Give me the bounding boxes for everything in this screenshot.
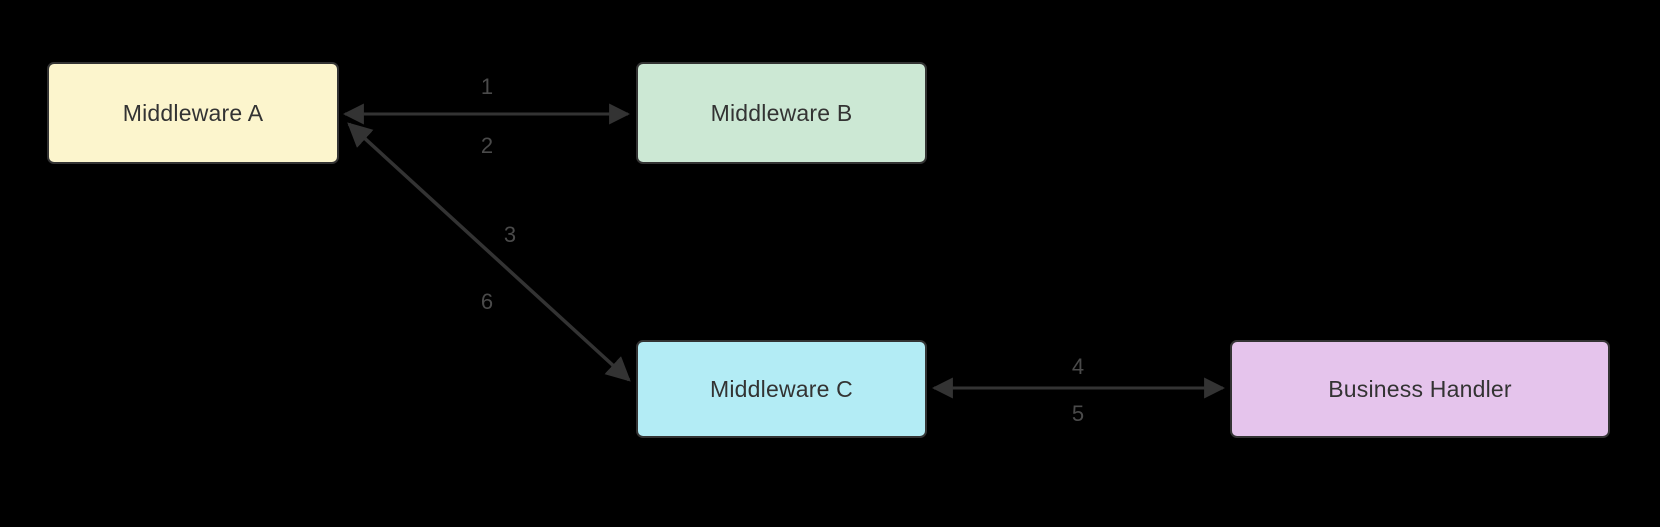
edge-label-3: 3 — [503, 222, 517, 247]
edge-label-5: 5 — [1071, 401, 1085, 426]
node-business-handler-label: Business Handler — [1328, 375, 1512, 402]
node-middleware-c[interactable]: Middleware C — [636, 340, 927, 438]
node-middleware-c-label: Middleware C — [709, 375, 853, 402]
node-business-handler[interactable]: Business Handler — [1230, 340, 1610, 438]
edge-label-1: 1 — [480, 74, 494, 99]
node-middleware-a-label: Middleware A — [122, 99, 264, 126]
edge-label-2: 2 — [480, 133, 494, 158]
node-middleware-b[interactable]: Middleware B — [636, 62, 927, 164]
node-middleware-b-label: Middleware B — [710, 99, 853, 126]
node-middleware-a[interactable]: Middleware A — [47, 62, 339, 164]
edge-label-4: 4 — [1071, 354, 1085, 379]
edge-label-6: 6 — [480, 289, 494, 314]
edge-a-c-line — [347, 122, 631, 382]
